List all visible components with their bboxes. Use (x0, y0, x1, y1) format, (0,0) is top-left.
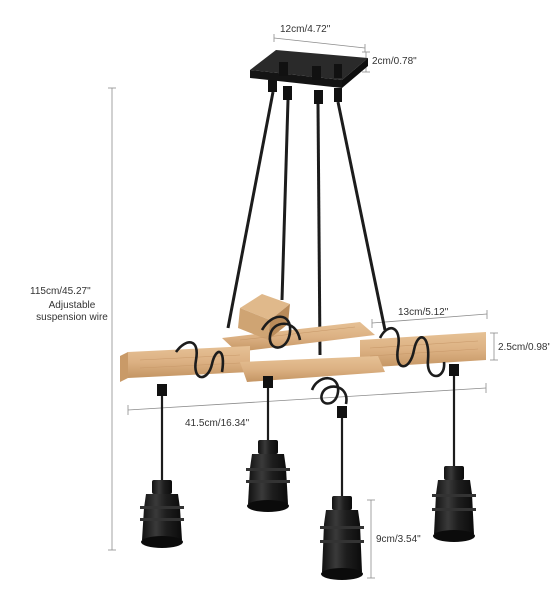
total-height-label: 115cm/45.27" (30, 286, 91, 297)
lamp-socket-1 (140, 384, 184, 548)
lamp-socket-3 (320, 406, 364, 580)
socket-height-label: 9cm/3.54" (376, 534, 421, 545)
canopy-height-label: 2cm/0.78" (372, 56, 417, 67)
wooden-frame (120, 294, 486, 382)
overall-width-line (127, 387, 487, 411)
coiled-cables (174, 315, 446, 405)
adjustable-label-line2: suspension wire (36, 312, 108, 323)
ceiling-canopy (250, 50, 368, 104)
canopy-width-line (273, 37, 366, 49)
suspension-rods (226, 91, 387, 356)
canopy-width-label: 12cm/4.72" (280, 24, 331, 35)
adjustable-label-line1: Adjustable (48, 300, 96, 311)
dimension-lines (108, 34, 498, 579)
pendant-cords (160, 368, 456, 498)
lamp-socket-4 (432, 364, 476, 542)
lamp-socket-2 (246, 376, 290, 512)
overall-width-label: 41.5cm/16.34" (185, 418, 250, 429)
inner-width-label: 13cm/5.12" (398, 307, 449, 318)
inner-width-line (371, 313, 488, 324)
beam-height-label: 2.5cm/0.98" (498, 342, 550, 353)
